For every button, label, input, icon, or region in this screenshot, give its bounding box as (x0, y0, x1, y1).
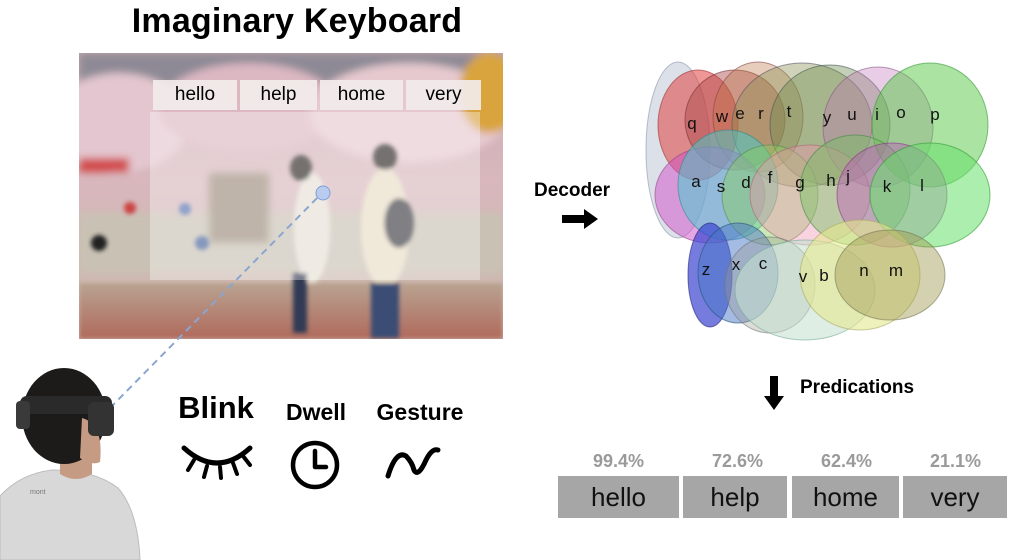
prediction-prob-hello: 99.4% (592, 451, 645, 471)
key-letter-u: u (847, 105, 856, 124)
right-arrow-icon (562, 209, 598, 229)
key-letter-z: z (702, 260, 711, 279)
prediction-home[interactable]: home (792, 476, 899, 518)
suggestion-home[interactable]: home (320, 80, 403, 110)
prediction-help[interactable]: help (683, 476, 787, 518)
key-letter-j: j (845, 167, 850, 186)
swipe-gesture-icon (385, 447, 441, 479)
decoder-label: Decoder (534, 180, 611, 201)
key-letter-c: c (759, 254, 768, 273)
user-with-headset: mont (0, 368, 141, 560)
predictions-label: Predications (800, 377, 915, 398)
key-letter-r: r (758, 104, 764, 123)
key-letter-s: s (717, 177, 726, 196)
key-letter-e: e (735, 104, 744, 123)
key-letter-b: b (819, 266, 828, 285)
key-letter-y: y (823, 108, 832, 127)
suggestion-hello[interactable]: hello (153, 80, 237, 110)
virtual-keyboard-panel (150, 112, 480, 280)
prediction-hello[interactable]: hello (558, 476, 679, 518)
key-letter-o: o (896, 103, 905, 122)
key-letter-d: d (741, 173, 750, 192)
prediction-prob-help: 72.6% (711, 451, 764, 471)
diagram-title: Imaginary Keyboard (131, 2, 463, 40)
key-letter-p: p (930, 105, 939, 124)
key-letter-v: v (799, 267, 808, 286)
suggestion-very[interactable]: very (406, 80, 481, 110)
svg-text:mont: mont (30, 489, 46, 496)
clock-icon (290, 440, 340, 490)
key-letter-f: f (768, 168, 773, 187)
mode-blink-label: Blink (178, 390, 254, 425)
key-letter-l: l (920, 176, 924, 195)
key-letter-h: h (826, 171, 835, 190)
key-letter-g: g (795, 173, 804, 192)
suggestion-help[interactable]: help (240, 80, 317, 110)
down-arrow-icon (764, 376, 784, 410)
key-letter-n: n (859, 261, 868, 280)
key-letter-t: t (787, 102, 792, 121)
prediction-very[interactable]: very (903, 476, 1007, 518)
key-letter-x: x (732, 255, 741, 274)
key-letter-w: w (715, 107, 729, 126)
closed-eye-icon (181, 445, 253, 480)
key-letter-i: i (875, 105, 879, 124)
key-letter-q: q (687, 114, 696, 133)
key-letter-m: m (889, 261, 903, 280)
key-letter-k: k (883, 177, 892, 196)
key-letter-a: a (691, 172, 701, 191)
prediction-prob-very: 21.1% (929, 451, 982, 471)
mode-dwell-label: Dwell (285, 399, 347, 425)
prediction-prob-home: 62.4% (820, 451, 873, 471)
mode-gesture-label: Gesture (376, 399, 464, 425)
